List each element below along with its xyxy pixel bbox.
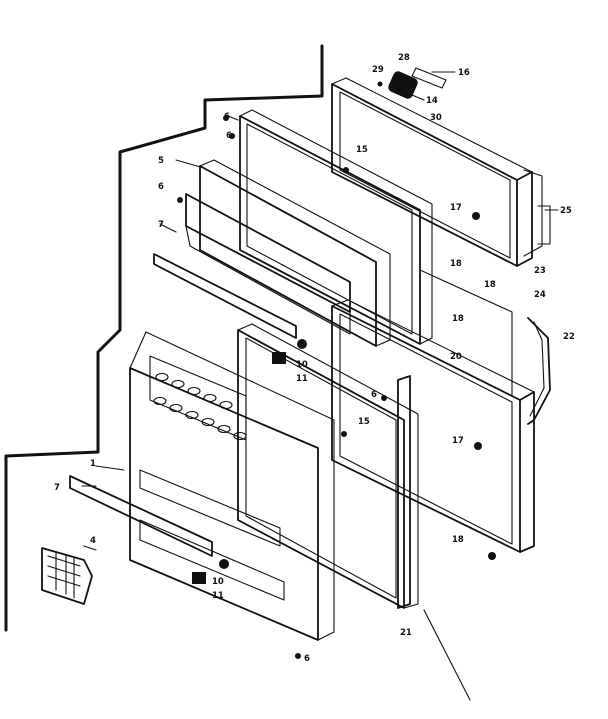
butter-compartment (41, 547, 93, 605)
callout-28: 28 (398, 53, 410, 63)
callout-20: 20 (450, 352, 462, 362)
callout-17-b: 17 (452, 436, 464, 446)
callout-15-a: 15 (356, 145, 368, 155)
callout-17-a: 17 (450, 203, 462, 213)
callout-6-e: 6 (304, 654, 310, 664)
callout-18-a: 18 (450, 259, 462, 269)
callout-18-c: 18 (452, 314, 464, 324)
callout-30: 30 (430, 113, 442, 123)
callout-7-b: 7 (54, 483, 60, 493)
callout-25: 25 (560, 206, 572, 216)
fresh-food-door-outer-panel (331, 269, 535, 553)
upper-handle-assembly (388, 67, 551, 257)
callout-24: 24 (534, 290, 546, 300)
egg-tray (153, 372, 247, 441)
callout-23: 23 (534, 266, 546, 276)
callout-14: 14 (426, 96, 438, 106)
hinge-strip (397, 375, 411, 609)
freezer-door-outer-panel (331, 77, 533, 267)
fresh-food-door-gasket (237, 323, 419, 609)
callout-11-b: 11 (212, 591, 224, 601)
callout-10-b: 10 (212, 577, 224, 587)
callout-16: 16 (458, 68, 470, 78)
callout-29: 29 (372, 65, 384, 75)
callout-15-b: 15 (358, 417, 370, 427)
callout-6-d: 6 (371, 390, 377, 400)
callout-18-b: 18 (484, 280, 496, 290)
callout-6-a: 6 (224, 112, 230, 122)
callout-10-a: 10 (296, 360, 308, 370)
group-boundary-line (4, 44, 324, 632)
callout-5: 5 (158, 156, 164, 166)
callout-7-a: 7 (158, 220, 164, 230)
leader-lines (81, 71, 559, 701)
callout-1: 1 (90, 459, 96, 469)
lower-shelf-bar (69, 475, 213, 557)
callout-11-a: 11 (296, 374, 308, 384)
door-stops-and-screws (177, 81, 496, 659)
callout-22: 22 (563, 332, 575, 342)
lower-handle-assembly (527, 317, 551, 425)
callout-labels: 1 4 5 6 6 6 6 6 7 7 10 11 10 11 14 15 15… (54, 53, 575, 664)
freezer-door-liner (185, 159, 391, 347)
callout-18-d: 18 (452, 535, 464, 545)
fresh-food-door-liner (129, 331, 335, 641)
callout-21: 21 (400, 628, 412, 638)
upper-shelf-bar (153, 253, 297, 339)
callout-4: 4 (90, 536, 96, 546)
callout-6-b: 6 (226, 131, 232, 141)
callout-6-c: 6 (158, 182, 164, 192)
